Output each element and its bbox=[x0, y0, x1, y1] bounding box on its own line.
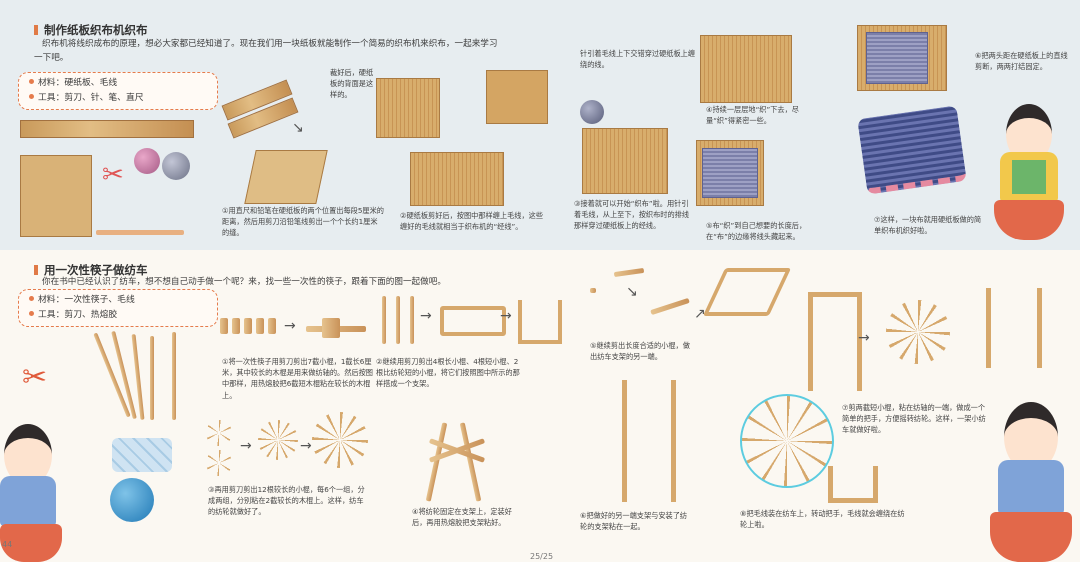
chopstick-image bbox=[172, 332, 176, 420]
section1-step3: ③接着就可以开始“织布”啦。用针引着毛线，从上至下，按织布时的排线那样穿过硬纸板… bbox=[574, 199, 690, 231]
weaving-threads-image bbox=[700, 35, 792, 103]
section1-materials: 材料：硬纸板、毛线 bbox=[29, 76, 207, 91]
section2-materials-box: 材料：一次性筷子、毛线 工具：剪刀、热熔胶 bbox=[18, 289, 218, 327]
frame-stick-image bbox=[382, 296, 386, 344]
page-marker: 25/25 bbox=[530, 552, 554, 561]
wheel-with-yarn-image bbox=[740, 394, 834, 488]
section2-step6: ⑥把做好的另一端支架与安装了纺轮的支架粘在一起。 bbox=[580, 511, 688, 532]
arrow-icon: → bbox=[500, 308, 512, 324]
section1-step7: ⑦这样，一块布就用硬纸板做的简单织布机织好啦。 bbox=[874, 215, 982, 236]
yarn-ball-image bbox=[580, 100, 604, 124]
frame-rect-image bbox=[440, 306, 506, 336]
yarn-ball-pink-image bbox=[134, 148, 160, 174]
section1-step1: ①用直尺和铅笔在硬纸板的两个位置出每段5厘米的距离，然后用剪刀沿铅笔线剪出一个个… bbox=[222, 206, 384, 238]
girl-illustration-bottom-left bbox=[0, 418, 62, 562]
section2-step7: ⑦剪两截短小棍，粘在纺轴的一端，做成一个简单的把手，方便摇转纺轮。这样，一架小纺… bbox=[842, 403, 986, 435]
cardboard-back-image bbox=[486, 70, 548, 124]
arrow-icon: → bbox=[858, 330, 870, 346]
pencil-image bbox=[96, 230, 184, 235]
stick-image bbox=[590, 288, 596, 293]
wheel-with-handle-image bbox=[886, 300, 950, 364]
section2-step2: ②继续用剪刀剪出4根长小棍、4根短小棍、2根比纺轮短的小棍，将它们按照图中所示的… bbox=[376, 357, 520, 389]
yarn-ball-gray-image bbox=[162, 152, 190, 180]
spoke-group-image bbox=[206, 420, 232, 446]
arrow-icon: ↘ bbox=[626, 284, 638, 300]
section1-intro-line1: 织布机将线织成布的原理，想必大家都已经知道了。现在我们用一块纸板就能制作一个简易… bbox=[42, 39, 498, 49]
weaving-start-image bbox=[582, 128, 668, 194]
section2-step1: ①将一次性筷子用剪刀剪出7截小棍，1截长6厘米，其中较长的木棍是用来做纺轴的。然… bbox=[222, 357, 373, 400]
page-number-left: 44 bbox=[2, 540, 13, 549]
section2-title: 用一次性筷子做纺车 bbox=[34, 262, 148, 278]
short-stick-image bbox=[232, 318, 240, 334]
spindle-frame-image bbox=[828, 466, 878, 503]
spinning-wheel-frame-image bbox=[808, 292, 862, 391]
section1-step5: ⑤布“织”到自己想要的长度后，在“布”的边缘将线头藏起来。 bbox=[706, 221, 807, 242]
short-stick-image bbox=[268, 318, 276, 334]
section1-title: 制作纸板织布机织布 bbox=[34, 22, 148, 38]
wheel-on-frame-image bbox=[424, 412, 490, 502]
warped-cardboard-image bbox=[410, 152, 504, 206]
bullet-icon bbox=[29, 79, 34, 84]
finished-weave-image bbox=[866, 32, 928, 84]
ruler-image bbox=[20, 120, 194, 138]
short-stick-image bbox=[220, 318, 228, 334]
section1-step2: ②硬纸板剪好后，按图中那样缠上毛线，这些缠好的毛线就相当于织布机的“经线”。 bbox=[400, 211, 544, 232]
bullet-icon bbox=[29, 94, 34, 99]
arrow-icon: → bbox=[284, 318, 296, 334]
assembled-frame-image bbox=[622, 380, 676, 502]
section1-step6: ⑥把两头距在硬纸板上的直线剪断，两两打结固定。 bbox=[975, 51, 1068, 72]
woven-cloth-image bbox=[702, 148, 758, 198]
spinning-wheel-image bbox=[312, 412, 368, 468]
girl-illustration-bottom-right bbox=[986, 398, 1076, 562]
arrow-icon: → bbox=[420, 308, 432, 324]
arrow-icon: → bbox=[300, 438, 312, 454]
short-stick-image bbox=[256, 318, 264, 334]
section2-intro: 你在书中已经认识了纺车，想不想自己动手做一个呢？来，找一些一次性的筷子，跟着下面… bbox=[42, 277, 446, 287]
support-frame-image bbox=[518, 300, 562, 344]
cut-cardboard-image bbox=[244, 150, 328, 204]
scissors-icon: ✂ bbox=[102, 160, 124, 190]
frame-stick-image bbox=[396, 296, 400, 344]
bullet-icon bbox=[29, 296, 34, 301]
section1-intro-line2: 一下吧。 bbox=[34, 53, 69, 63]
woven-cloth-result-image bbox=[857, 105, 967, 195]
yarn-ball-blue-image bbox=[110, 478, 154, 522]
scissors-icon: ✂ bbox=[22, 360, 48, 395]
cardboard-image bbox=[20, 155, 92, 237]
section1-step4: ④持续一层层地“织”下去，尽量“织”得紧密一些。 bbox=[706, 105, 799, 126]
arrow-icon: ↘ bbox=[292, 120, 304, 136]
spoke-group-image bbox=[206, 450, 232, 476]
short-stick-image bbox=[244, 318, 252, 334]
section2-materials: 材料：一次性筷子、毛线 bbox=[29, 293, 207, 308]
chopstick-image bbox=[150, 336, 154, 420]
arrow-icon: → bbox=[240, 438, 252, 454]
section1-tools: 工具：剪刀、针、笔、直尺 bbox=[29, 91, 207, 106]
hub-image bbox=[322, 318, 340, 338]
section1-step3a: 针引着毛线上下交错穿过硬纸板上缠绕的线。 bbox=[580, 49, 696, 70]
arrow-icon: ↗ bbox=[694, 306, 706, 322]
section1-materials-box: 材料：硬纸板、毛线 工具：剪刀、针、笔、直尺 bbox=[18, 72, 218, 110]
section2-tools: 工具：剪刀、热熔胶 bbox=[29, 308, 207, 323]
section2-step3: ③再用剪刀剪出12根较长的小棍，每6个一组，分成两组，分别粘在2截较长的木棍上。… bbox=[208, 485, 365, 517]
section2-step4: ④将纺轮固定在支架上，定装好后，再用热熔胶把支架粘好。 bbox=[412, 507, 512, 528]
wheel-half-image bbox=[258, 420, 298, 460]
finished-spinning-wheel-image bbox=[986, 288, 1042, 368]
glue-sticks-image bbox=[112, 438, 172, 472]
section2-step8: ⑧把毛线装在纺车上，转动把手，毛线就会缠绕在纺轮上啦。 bbox=[740, 509, 905, 530]
section2-step5: ⑤继续剪出长度合适的小棍，做出纺车支架的另一端。 bbox=[590, 341, 690, 362]
note-cut: 裁好后，硬纸板的背面是这样的。 bbox=[330, 68, 374, 99]
girl-illustration-top bbox=[992, 100, 1064, 242]
notched-cardboard-image bbox=[376, 78, 440, 138]
frame-stick-image bbox=[410, 296, 414, 344]
bullet-icon bbox=[29, 311, 34, 316]
